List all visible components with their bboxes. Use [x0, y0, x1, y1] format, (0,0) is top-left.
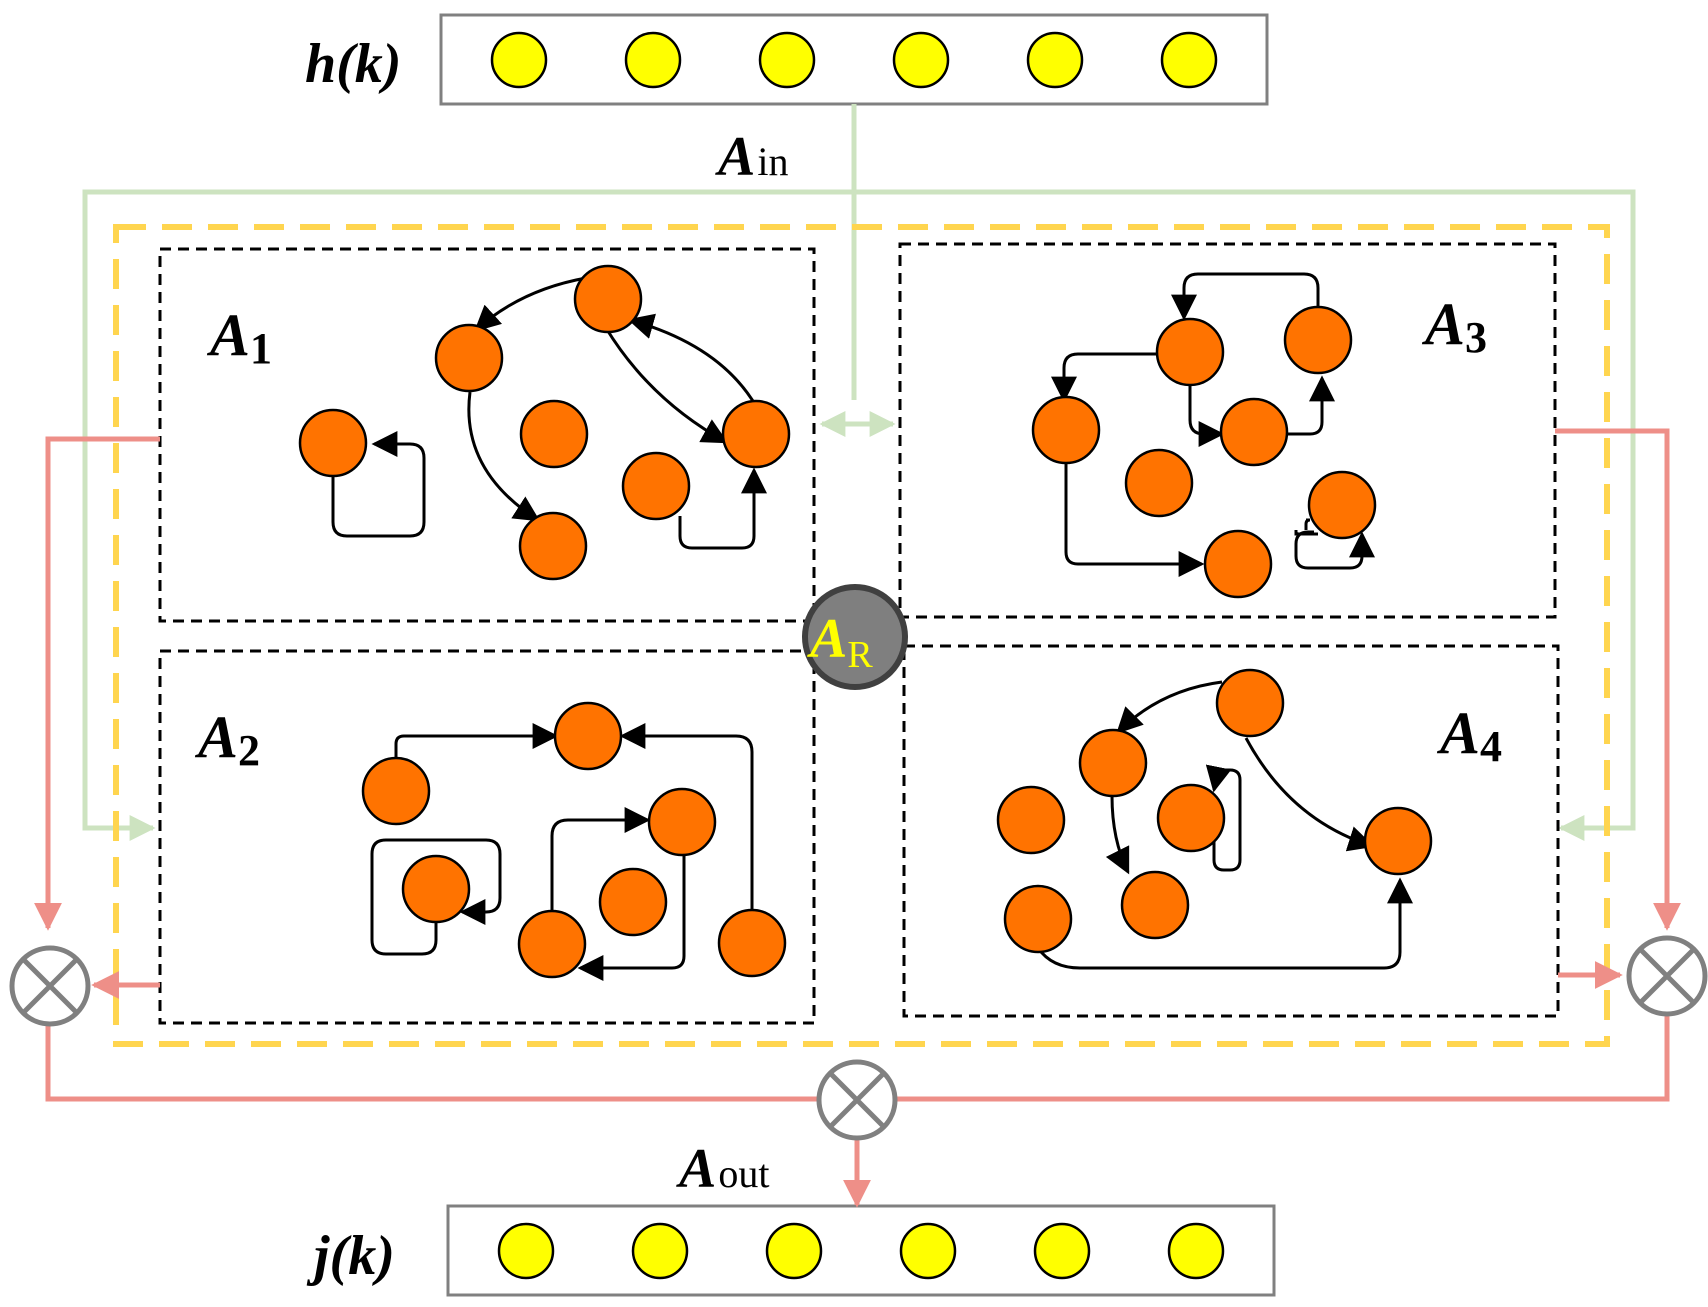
svg-text:Ain: Ain [715, 126, 788, 188]
neuron [1003, 884, 1073, 954]
neuron [996, 785, 1066, 855]
neuron [721, 399, 791, 469]
neuron [1156, 783, 1226, 853]
output-node [899, 1222, 957, 1280]
neuron [1078, 728, 1148, 798]
module-2-connections [370, 723, 754, 981]
neuron [517, 909, 587, 979]
input-node [1160, 31, 1218, 89]
neuron [1120, 870, 1190, 940]
input-matrix-label: Ain [715, 126, 788, 188]
output-node [1033, 1222, 1091, 1280]
input-node [624, 31, 682, 89]
output-matrix-label: Aout [676, 1138, 769, 1200]
input-node [490, 31, 548, 89]
module-label-3: A3 [1421, 291, 1487, 362]
neuron [1219, 397, 1289, 467]
output-weight-lines [34, 428, 1681, 1208]
multiplier-left [9, 945, 91, 1027]
multiplier-bottom [816, 1059, 898, 1141]
neurons [298, 264, 1433, 979]
neuron [1215, 668, 1285, 738]
output-node [1167, 1222, 1225, 1280]
neuron [647, 787, 717, 857]
neuron [518, 511, 588, 581]
neuron [401, 854, 471, 924]
module-3-connections [1051, 272, 1335, 577]
neuron [1307, 470, 1377, 540]
neuron [598, 867, 668, 937]
neuron [573, 264, 643, 334]
neuron [621, 451, 691, 521]
output-vector-label: j(k) [306, 1225, 395, 1287]
module-box-4 [902, 644, 1560, 1018]
neuron [1203, 529, 1273, 599]
module-4-connections [1036, 680, 1413, 970]
input-node [758, 31, 816, 89]
reservoir-hub-label: AR [807, 608, 873, 676]
output-vector [446, 1204, 1276, 1297]
output-nodes [497, 1222, 1225, 1280]
reservoir-hub: AR [802, 584, 908, 690]
module-box-1 [158, 247, 816, 623]
multiplier-right [1626, 935, 1708, 1017]
input-node [892, 31, 950, 89]
neuron [298, 408, 368, 478]
output-node [765, 1222, 823, 1280]
neuron [1283, 305, 1353, 375]
neuron [361, 756, 431, 826]
neuron [519, 399, 589, 469]
neuron [1155, 317, 1225, 387]
module-1-connections [331, 276, 767, 550]
output-node [631, 1222, 689, 1280]
module-box-2 [158, 649, 816, 1025]
module-label-1: A1 [206, 302, 272, 373]
module-box-3 [898, 242, 1557, 619]
neuron [434, 323, 504, 393]
neuron [1363, 806, 1433, 876]
input-nodes [490, 31, 1218, 89]
output-node [497, 1222, 555, 1280]
module-label-4: A4 [1436, 700, 1502, 771]
module-label-2: A2 [194, 704, 260, 775]
neuron [717, 908, 787, 978]
input-vector-label: h(k) [305, 33, 401, 95]
input-node [1026, 31, 1084, 89]
neuron [1031, 395, 1101, 465]
reservoir-boundary [113, 224, 1610, 1047]
input-vector [439, 13, 1269, 106]
neuron [553, 701, 623, 771]
neuron [1124, 448, 1194, 518]
module-3-selfloop [1294, 530, 1375, 570]
